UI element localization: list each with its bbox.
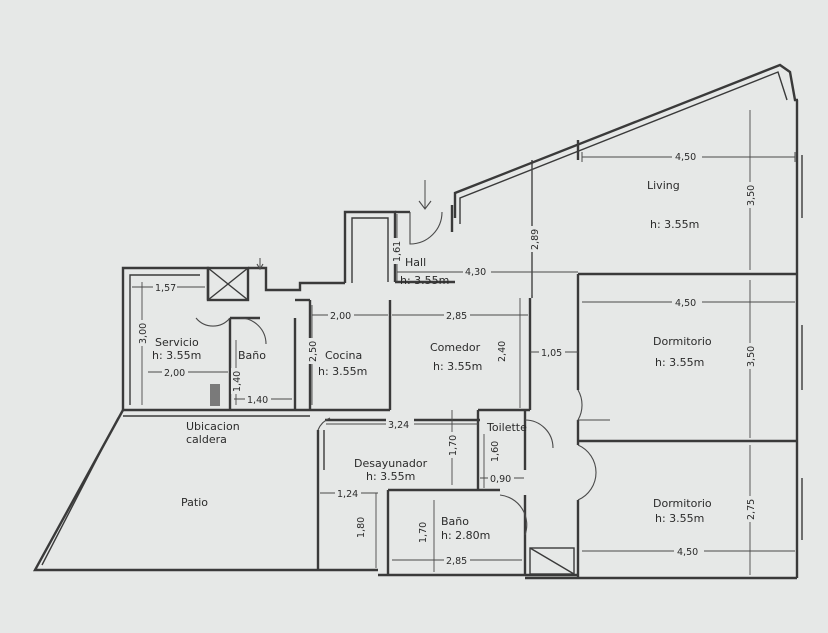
cocina-height: h: 3.55m <box>318 365 367 378</box>
entry-arrow-icon <box>418 180 432 210</box>
patio-outline-inner <box>41 417 119 566</box>
toilette-door <box>524 419 554 449</box>
dim-toilette-width: 0,90 <box>490 474 511 485</box>
servicio-door <box>195 317 231 327</box>
bano-servicio-label: Baño <box>238 349 266 362</box>
dim-toilette-depth: 1,60 <box>490 441 501 462</box>
dim-dorm1-depth: 3,50 <box>746 346 757 367</box>
dim-bano-depth: 1,70 <box>418 522 429 543</box>
desayunador-label: Desayunador <box>354 457 428 470</box>
entry-door <box>409 211 443 245</box>
hall-entry-wall-inner <box>351 217 389 283</box>
dormitorio1-height: h: 3.55m <box>655 356 704 369</box>
servicio-label: Servicio <box>155 336 199 349</box>
caldera-label-line1: Ubicacion <box>186 420 240 433</box>
hall-label: Hall <box>405 256 426 269</box>
dim-passage: 1,05 <box>541 348 562 359</box>
servicio-height: h: 3.55m <box>152 349 201 362</box>
room-labels: Hall h: 3.55m Living h: 3.55m Servicio h… <box>152 179 712 542</box>
dormitorio2-label: Dormitorio <box>653 497 712 510</box>
dim-living-width: 4,50 <box>675 152 696 163</box>
dim-bano-serv-depth: 1,40 <box>232 371 243 392</box>
dim-comedor-width: 2,85 <box>446 311 467 322</box>
dim-hall-depth: 2,89 <box>530 229 541 250</box>
patio-outline <box>32 409 318 572</box>
dim-bano-width: 2,85 <box>446 556 467 567</box>
dorm2-door <box>577 444 597 501</box>
bano-height: h: 2.80m <box>441 529 490 542</box>
caldera-marker <box>210 384 220 406</box>
cocina-label: Cocina <box>325 349 362 362</box>
desayunador-height: h: 3.55m <box>366 470 415 483</box>
dim-desayunador-depth: 1,70 <box>448 435 459 456</box>
dim-servicio-inner: 2,00 <box>164 368 185 379</box>
exterior-wall-diagonal-inner <box>459 71 788 224</box>
dimension-labels: 4,50 4,30 1,57 2,00 1,40 2,00 2,85 1,05 … <box>137 150 757 567</box>
servicio-top-wall-inner <box>129 274 200 405</box>
comedor-label: Comedor <box>430 341 481 354</box>
dormitorio1-label: Dormitorio <box>653 335 712 348</box>
bano-label: Baño <box>441 515 469 528</box>
comedor-height: h: 3.55m <box>433 360 482 373</box>
dim-comedor-depth: 2,40 <box>497 341 508 362</box>
service-entry-arrow-icon <box>256 258 264 271</box>
dim-dorm2-width: 4,50 <box>677 547 698 558</box>
dim-cocina-depth: 2,50 <box>308 341 319 362</box>
dim-hall-door: 1,61 <box>392 241 403 262</box>
patio-door <box>317 417 331 431</box>
walls <box>32 63 803 580</box>
toilette-label: Toilette <box>486 421 527 434</box>
bano-door <box>499 494 528 536</box>
dim-hall-width: 4,30 <box>465 267 486 278</box>
living-label: Living <box>647 179 680 192</box>
dim-bano-serv-width: 1,40 <box>247 395 268 406</box>
dim-servicio-depth: 3,00 <box>138 323 149 344</box>
dim-desayunador-width: 3,24 <box>388 420 409 431</box>
dim-bano-depth-left: 1,80 <box>356 517 367 538</box>
patio-label: Patio <box>181 496 208 509</box>
dorm1-door <box>577 389 610 421</box>
dim-living-depth: 3,50 <box>746 185 757 206</box>
shaft-box <box>206 266 250 302</box>
corridor-closet <box>529 547 575 575</box>
dim-dorm2-depth: 2,75 <box>746 499 757 520</box>
upper-corridor-wall <box>248 266 345 292</box>
corridor-closet-diag <box>529 547 575 575</box>
shaft-cross-b <box>207 267 249 301</box>
exterior-wall-diagonal <box>453 63 798 218</box>
dormitorio2-height: h: 3.55m <box>655 512 704 525</box>
bano-servicio-door <box>239 317 267 345</box>
hall-height: h: 3.55m <box>400 274 449 287</box>
living-height: h: 3.55m <box>650 218 699 231</box>
dim-desayunador-sub: 1,24 <box>337 489 358 500</box>
dim-cocina-width: 2,00 <box>330 311 351 322</box>
caldera-label-line2: caldera <box>186 433 227 446</box>
doors <box>195 211 610 536</box>
dim-servicio-width: 1,57 <box>155 283 176 294</box>
dim-dorm1-width: 4,50 <box>675 298 696 309</box>
